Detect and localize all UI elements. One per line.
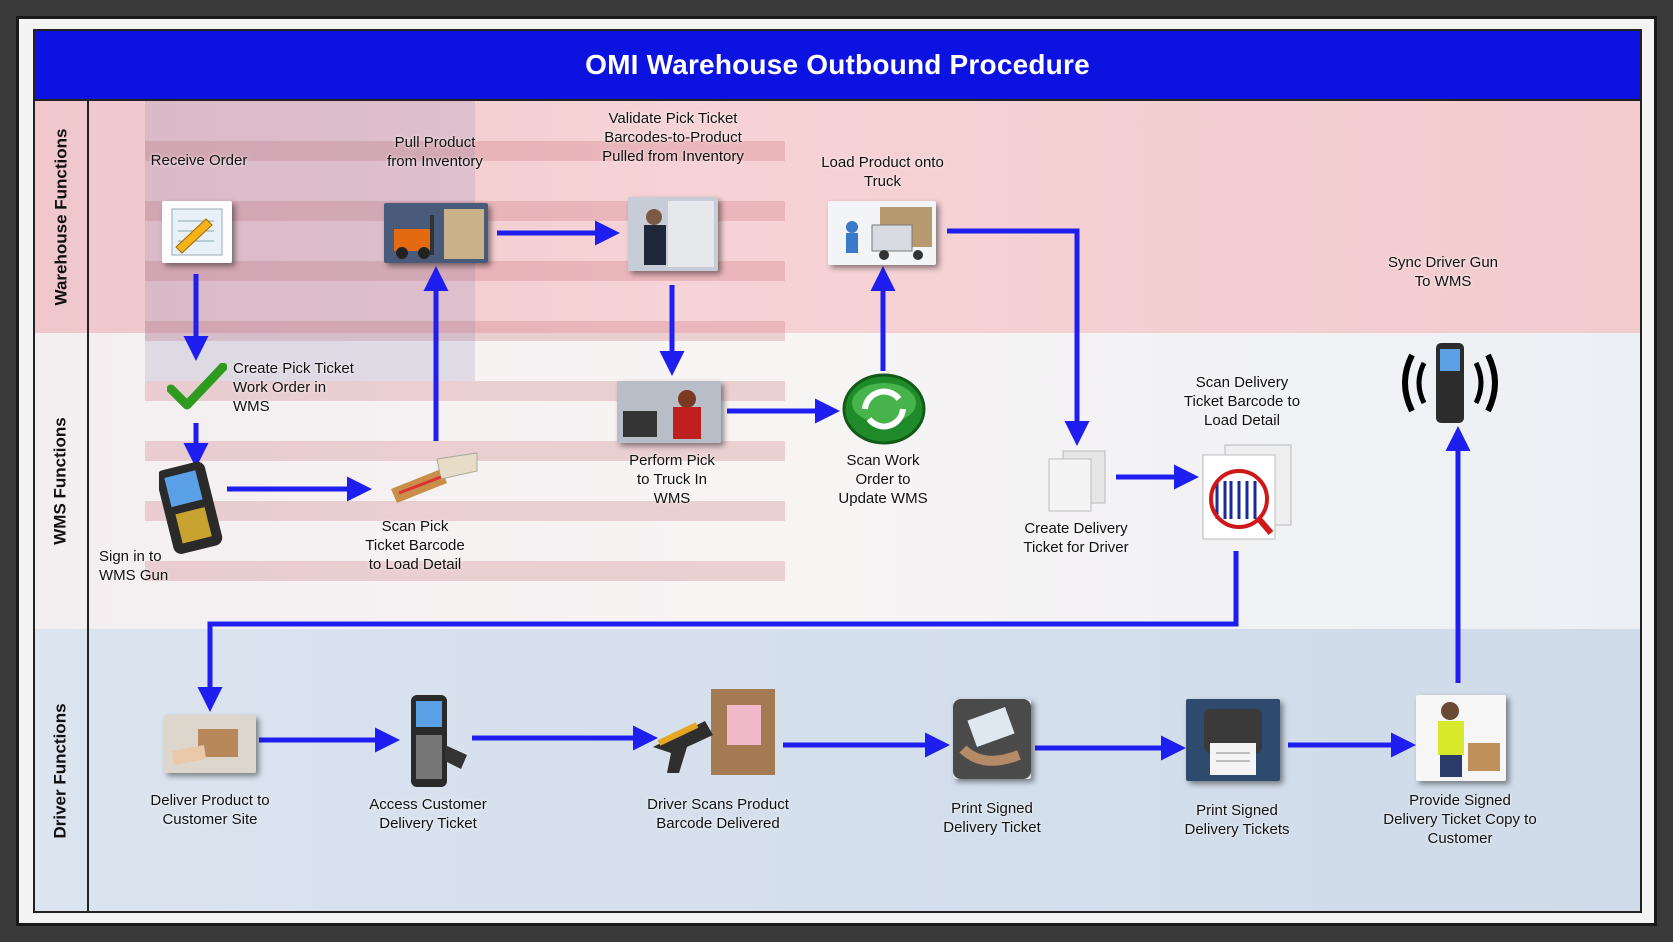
wms-gun-icon (159, 461, 223, 554)
delivery-ticket-document-icon (1048, 450, 1106, 512)
create-delivery-label: Create Delivery Ticket for Driver (1023, 520, 1129, 556)
provide-copy-label: Provide Signed Delivery Ticket Copy to C… (1383, 792, 1537, 847)
print-signed-tickets-label: Print Signed Delivery Tickets (1184, 802, 1290, 838)
print-signed-ticket-label: Print Signed Delivery Ticket (943, 800, 1041, 836)
forklift-icon (384, 203, 488, 263)
arrow-scan-delivery-to-deliver (197, 551, 1239, 712)
deliver-product-icon (164, 715, 256, 773)
scan-delivery-label: Scan Delivery Ticket Barcode to Load Det… (1183, 374, 1301, 429)
diagram-canvas: OMI Warehouse Outbound Procedure Warehou… (33, 29, 1642, 913)
checkmark-icon (167, 363, 227, 410)
driver-scans-label: Driver Scans Product Barcode Delivered (647, 796, 789, 832)
barcode-scanner-icon (391, 452, 478, 503)
sync-driver-label: Sync Driver Gun To WMS (1387, 254, 1499, 290)
customer-ticket-device-icon (411, 695, 467, 787)
perform-pick-label: Perform Pick to Truck In WMS (629, 452, 715, 507)
scan-work-order-label: Scan Work Order to Update WMS (838, 452, 928, 507)
wms-lane-header: WMS Functions (35, 333, 89, 629)
driver-customer-icon (1416, 695, 1506, 781)
pull-product-label: Pull Product from Inventory (387, 134, 483, 170)
diagram-frame: OMI Warehouse Outbound Procedure Warehou… (16, 16, 1657, 926)
print-ticket-handheld-icon (953, 699, 1031, 779)
arrow-load-to-create-delivery (947, 228, 1090, 446)
driver-lane (35, 629, 1640, 911)
scan-delivery-barcode-icon (1202, 444, 1292, 540)
driver-scanner-icon (653, 689, 775, 775)
wms-lane (35, 333, 1640, 629)
access-ticket-label: Access Customer Delivery Ticket (369, 796, 487, 832)
mobile-printer-icon (1186, 699, 1280, 781)
perform-pick-icon (617, 381, 721, 443)
sign-in-label: Sign in to WMS Gun (99, 548, 169, 584)
receive-order-icon (162, 201, 232, 263)
deliver-product-label: Deliver Product to Customer Site (150, 792, 270, 828)
load-truck-icon (828, 201, 936, 265)
warehouse-lane-header: Warehouse Functions (35, 101, 89, 333)
driver-lane-header: Driver Functions (35, 629, 89, 911)
flow-arrows (183, 220, 1471, 761)
receive-order-label: Receive Order (150, 152, 248, 169)
sync-update-icon (842, 373, 926, 445)
create-pick-label: Create Pick Ticket Work Order in WMS (233, 360, 354, 415)
scan-pick-label: Scan Pick Ticket Barcode to Load Detail (365, 518, 465, 573)
diagram-title: OMI Warehouse Outbound Procedure (35, 31, 1640, 101)
validate-pick-label: Validate Pick Ticket Barcodes-to-Product… (602, 110, 744, 165)
validate-worker-icon (628, 197, 718, 271)
sync-driver-gun-icon (1402, 343, 1498, 423)
load-product-label: Load Product onto Truck (821, 154, 944, 190)
